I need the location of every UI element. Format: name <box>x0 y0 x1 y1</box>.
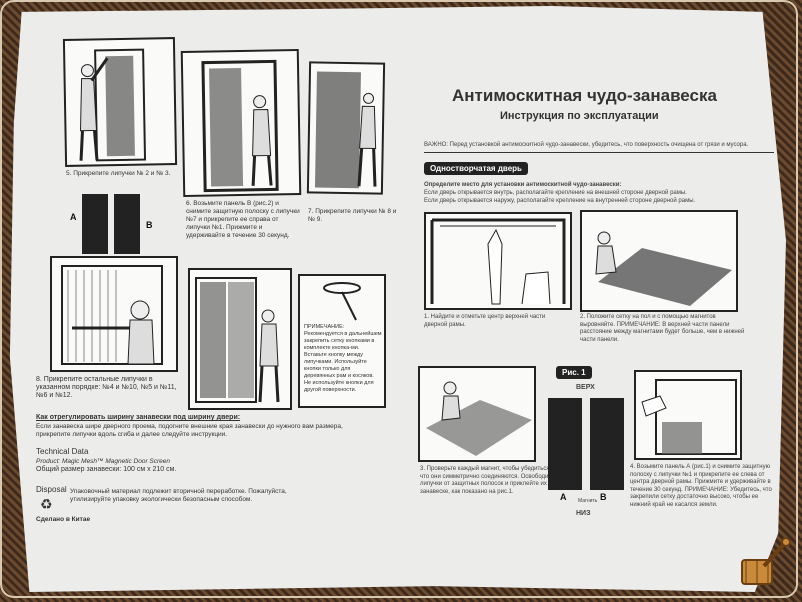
single-door-badge: Одностворчатая дверь <box>424 162 528 175</box>
checking-magnets-illustration <box>426 381 532 456</box>
illustration-step-5 <box>62 37 178 167</box>
note-box: ПРИМЕЧАНИЕ: Рекомендуется в дальнейшем з… <box>298 274 386 408</box>
panel-b-strip <box>114 194 140 254</box>
width-adjust-text: Если занавеска шире дверного проема, под… <box>36 423 343 438</box>
sauna-bucket-watermark <box>741 537 791 585</box>
man-attaching-velcro-illustration <box>314 71 377 189</box>
illustration-step-8-door <box>188 268 292 410</box>
illustration-step-2 <box>580 210 738 312</box>
define-location-outward: Если дверь открывается наружу, располага… <box>424 198 696 204</box>
page-subtitle: Инструкция по эксплуатации <box>500 110 659 122</box>
figure-bottom-label: НИЗ <box>576 510 591 517</box>
step-5-caption: 5. Прикрепите липучки № 2 и № 3. <box>66 170 171 177</box>
figure-top-label: ВЕРХ <box>576 384 595 391</box>
figure-b-label: B <box>600 492 607 502</box>
screen-on-floor-illustration <box>595 231 732 306</box>
illustration-step-7 <box>306 61 386 195</box>
important-warning: ВАЖНО: Перед установкой антимоскитной чу… <box>424 142 749 148</box>
velcro-numbering-illustration <box>61 265 163 365</box>
page-title: Антимоскитная чудо-занавеска <box>452 86 717 105</box>
warning-underline <box>424 152 774 153</box>
tech-data-product: Product: Magic Mesh™ Magnetic Door Scree… <box>36 458 171 465</box>
attaching-panel-a-illustration <box>641 379 737 455</box>
figure-a-label: A <box>560 492 567 502</box>
disposal-title: Disposal <box>36 485 67 494</box>
door-with-screen-illustration <box>201 59 279 193</box>
illustration-step-4 <box>634 370 742 460</box>
illustration-step-6 <box>180 48 302 198</box>
step-6-caption: 6. Возьмите панель В (рис.2) и снимите з… <box>186 200 300 239</box>
man-hanging-screen-illustration <box>79 48 147 162</box>
figure-magnet-label: Магнить <box>578 498 598 504</box>
step-8-caption: 8. Прикрепите остальные липучки в указан… <box>36 376 177 399</box>
figure-panel-b <box>590 398 624 490</box>
step-1-caption: 1. Найдите и отметьте центр верхней част… <box>424 314 546 328</box>
figure-panel-a <box>548 398 582 490</box>
illustration-step-1 <box>424 212 572 310</box>
finished-door-illustration <box>195 277 280 403</box>
panel-a-strip <box>82 194 108 254</box>
illustration-step-8 <box>50 256 178 372</box>
tech-data-title: Technical Data <box>36 447 89 456</box>
define-location-title: Определите место для установки антимоски… <box>424 182 622 188</box>
tech-data-size: Общий размер занавески: 100 см х 210 см. <box>36 466 177 473</box>
illustration-step-3 <box>418 366 536 462</box>
define-location-inward: Если дверь открывается внутрь, располага… <box>424 190 687 196</box>
step-3-caption: 3. Проверьте каждый магнит, чтобы убедит… <box>420 466 555 495</box>
pin-icon <box>323 282 361 321</box>
note-text: ПРИМЕЧАНИЕ: Рекомендуется в дальнейшем з… <box>304 324 382 393</box>
figure-1-badge: Рис. 1 <box>556 366 592 379</box>
step-2-caption: 2. Положите сетку на пол и с помощью маг… <box>580 314 745 343</box>
door-frame-top-illustration <box>430 218 566 305</box>
disposal-text: Упаковочный материал подлежит вторичной … <box>70 488 287 503</box>
width-adjust-title: Как отрегулировать ширину занавески под … <box>36 414 241 421</box>
step-7-caption: 7. Прикрепите липучки № 8 и № 9. <box>308 208 397 223</box>
recycle-icon: ♻ <box>40 496 53 512</box>
panel-b-label: B <box>146 220 153 230</box>
made-in-text: Сделано в Китае <box>36 516 91 523</box>
step-4-caption: 4. Возьмите панель А (рис.1) и снимите з… <box>630 464 772 508</box>
panel-a-label: A <box>70 212 77 222</box>
